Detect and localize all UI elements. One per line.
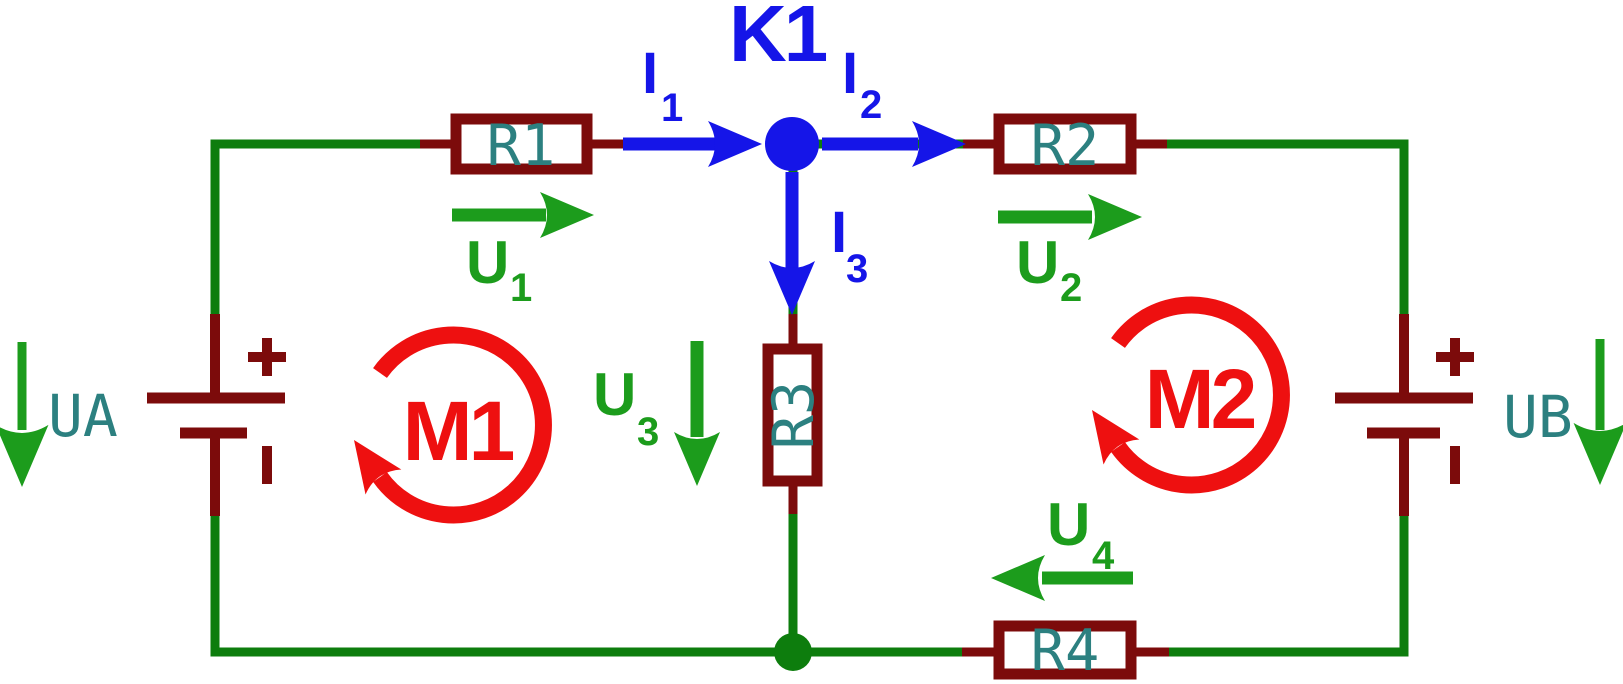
current-arrow-i1 <box>623 121 762 167</box>
u4-symbol: U <box>1047 491 1090 558</box>
source-ub-label: UB <box>1503 383 1573 451</box>
resistor-body <box>450 113 593 175</box>
source-arrow-ua: UA <box>0 342 118 487</box>
voltage-arrow-u3: U 3 <box>593 341 720 486</box>
voltage-arrow-u2: U 2 <box>998 194 1142 310</box>
source-arrow-ub: UB <box>1503 339 1623 485</box>
mesh-m2: M2 <box>1074 296 1290 494</box>
u1-subscript: 1 <box>510 266 532 310</box>
u4-subscript: 4 <box>1092 534 1115 578</box>
resistor-body <box>993 620 1137 680</box>
wire-bottom-left <box>210 514 966 657</box>
i1-symbol: I <box>642 41 658 106</box>
wire-top-right <box>1165 139 1409 316</box>
plus-icon <box>248 338 286 376</box>
current-arrow-i3 <box>769 172 815 315</box>
i2-symbol: I <box>842 41 858 106</box>
wire-top-left <box>210 139 424 316</box>
mesh-m1: M1 <box>336 326 552 524</box>
resistor-r4: R4 <box>993 618 1137 684</box>
voltage-arrow-u1: U 1 <box>452 192 594 310</box>
resistor-label: R4 <box>1031 618 1100 684</box>
u2-symbol: U <box>1016 229 1059 296</box>
resistor-label: R3 <box>761 381 827 450</box>
u1-symbol: U <box>466 229 509 296</box>
resistor-r1: R1 <box>450 113 593 179</box>
resistor-r3: R3 <box>761 343 827 487</box>
m1-loop-arc <box>373 326 552 524</box>
i3-symbol: I <box>831 200 847 265</box>
i1-subscript: 1 <box>661 86 683 130</box>
voltage-arrow-u4: U 4 <box>991 491 1133 601</box>
m2-loop-arc <box>1111 296 1290 494</box>
u3-symbol: U <box>593 361 636 428</box>
i3-subscript: 3 <box>846 247 868 291</box>
u3-subscript: 3 <box>637 410 659 454</box>
node-k1-dot <box>765 117 819 171</box>
current-label-i3: I 3 <box>831 200 868 291</box>
plus-icon <box>1436 338 1474 376</box>
current-arrow-i2 <box>822 121 966 167</box>
mesh-m2-label: M2 <box>1145 352 1255 446</box>
current-label-i1: I 1 <box>642 41 683 130</box>
bottom-junction-dot <box>774 633 812 671</box>
current-label-i2: I 2 <box>842 41 882 127</box>
resistor-body <box>993 113 1137 175</box>
mesh-m1-label: M1 <box>403 384 514 478</box>
node-k1-label: K1 <box>729 0 827 78</box>
battery-ub <box>1335 314 1474 516</box>
wire-bottom-right <box>1168 514 1409 657</box>
battery-ua <box>147 314 286 516</box>
source-ua-label: UA <box>48 382 118 450</box>
resistor-label: R1 <box>487 113 556 179</box>
component-pins <box>420 139 1169 657</box>
resistor-label: R2 <box>1031 113 1100 179</box>
i2-subscript: 2 <box>860 83 882 127</box>
resistor-r2: R2 <box>993 113 1137 179</box>
resistor-body <box>762 343 823 487</box>
u2-subscript: 2 <box>1060 266 1082 310</box>
